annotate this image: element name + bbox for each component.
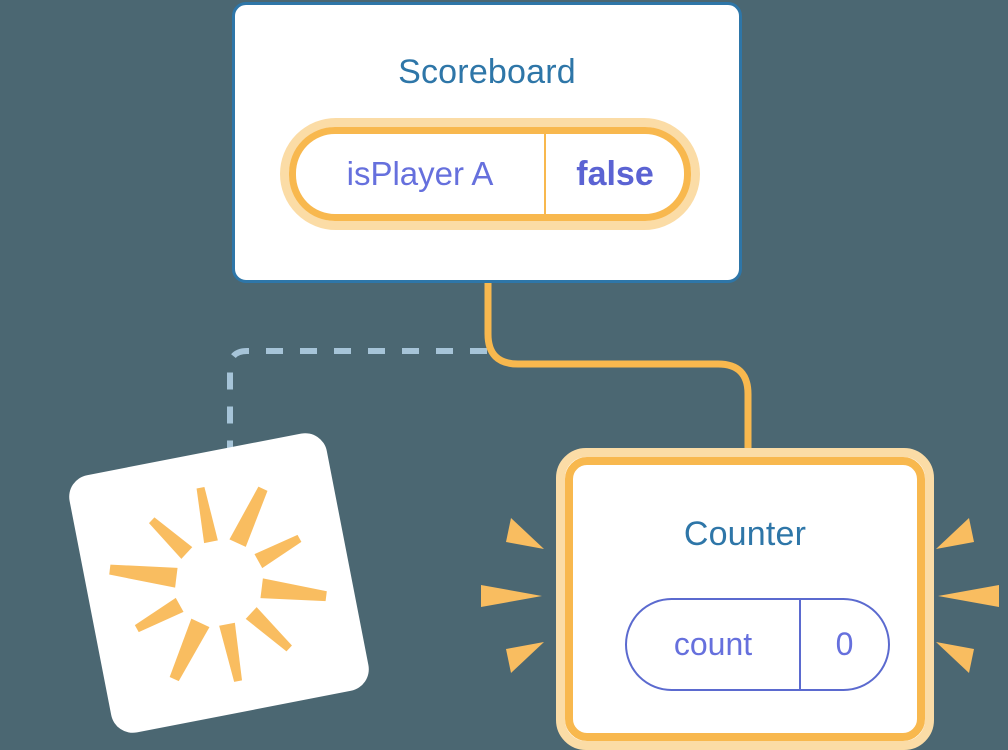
burst-ray <box>109 564 178 588</box>
burst-ray <box>196 487 218 544</box>
counter-ray <box>936 642 974 673</box>
counter-ray <box>936 518 974 549</box>
burst-ray <box>219 622 243 682</box>
counter-rays-left <box>481 518 544 673</box>
updated-component-card[interactable] <box>65 429 373 737</box>
counter-card[interactable]: Counter count 0 <box>556 448 934 750</box>
scoreboard-card[interactable]: Scoreboard isPlayer A false <box>232 2 742 283</box>
counter-ray <box>506 518 544 549</box>
scoreboard-state-key: isPlayer A <box>296 134 546 214</box>
burst-ray <box>229 486 268 547</box>
scoreboard-title: Scoreboard <box>398 53 576 91</box>
counter-ray <box>938 585 999 607</box>
counter-state-pill[interactable]: count 0 <box>625 598 890 691</box>
burst-rays-group <box>109 486 327 682</box>
scoreboard-state-value: false <box>576 154 654 193</box>
burst-ray <box>254 534 302 569</box>
burst-ray <box>245 607 292 652</box>
counter-ray <box>506 642 544 673</box>
counter-rays-right <box>936 518 999 673</box>
connector-scoreboard-to-counter <box>484 283 752 456</box>
counter-state-key: count <box>627 600 801 689</box>
scoreboard-state-pill[interactable]: isPlayer A false <box>289 127 691 221</box>
burst-ray <box>169 618 210 682</box>
counter-title: Counter <box>683 515 807 553</box>
counter-state-value: 0 <box>835 626 854 662</box>
burst-ray <box>134 597 184 633</box>
counter-ray <box>481 585 542 607</box>
burst-ray <box>148 517 193 559</box>
scoreboard-state-pill-highlight: isPlayer A false <box>280 118 700 230</box>
burst-ray <box>260 578 327 602</box>
counter-card-inner: Counter count 0 <box>565 457 925 741</box>
